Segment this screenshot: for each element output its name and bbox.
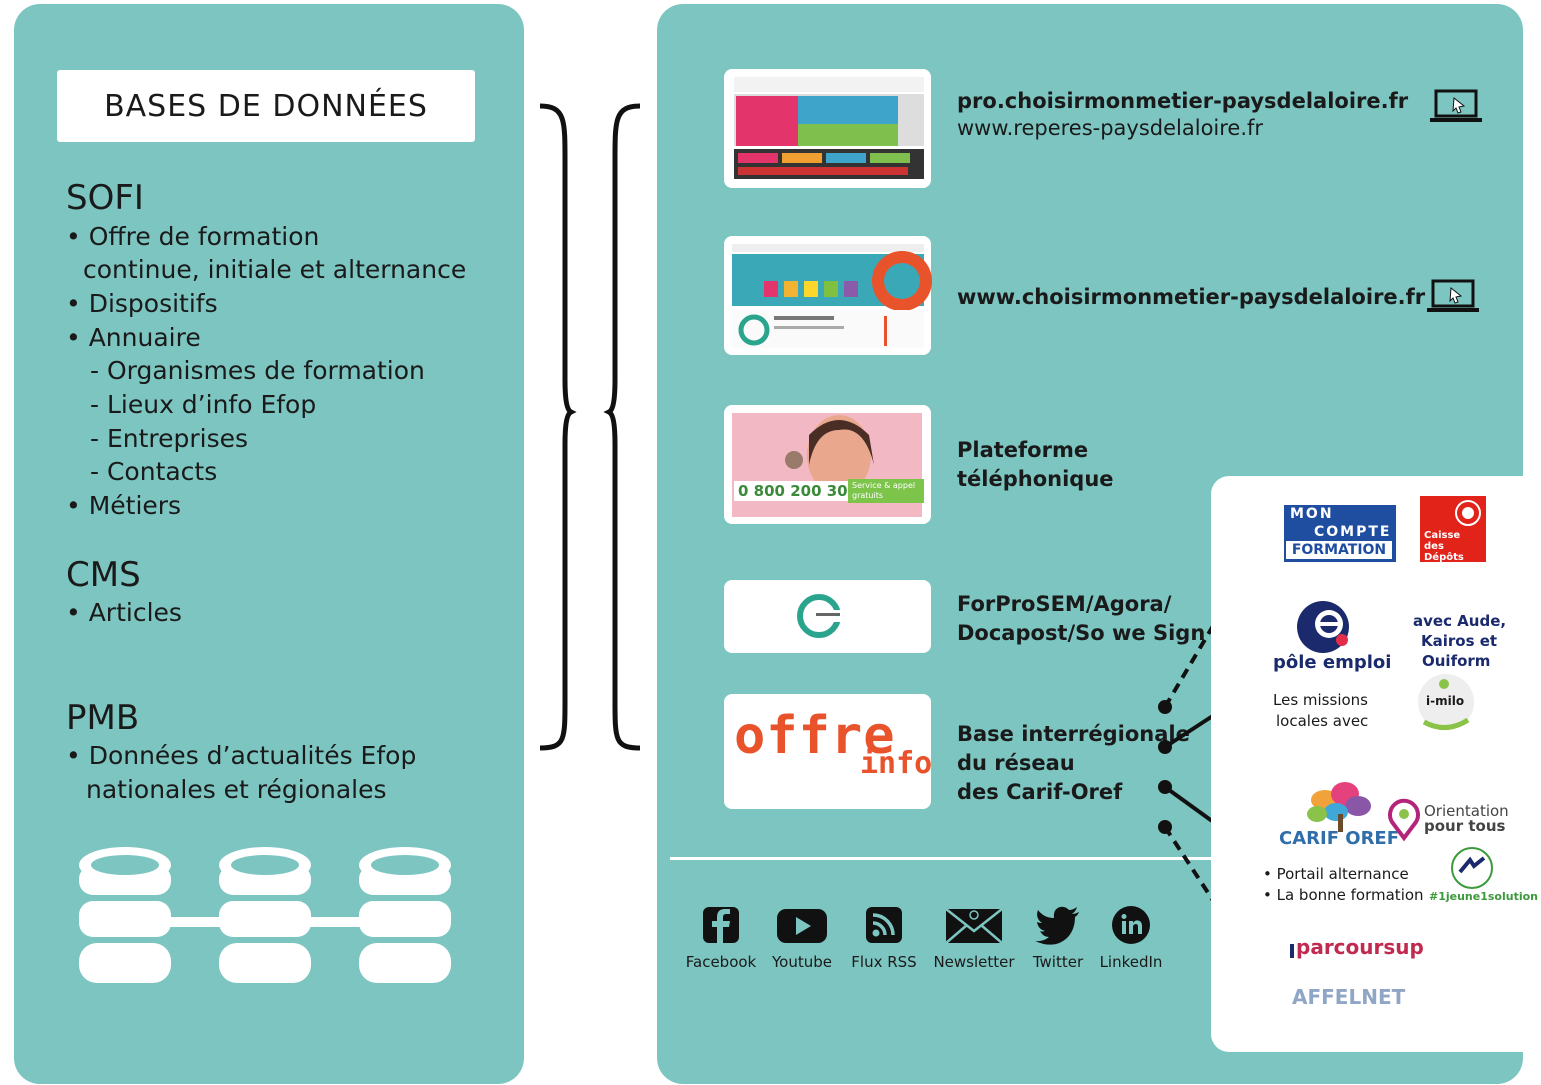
reseau-formation-logo <box>724 580 931 653</box>
rss-icon[interactable] <box>864 905 904 945</box>
phone-number: 0 800 200 303 <box>734 481 863 501</box>
pmb-item: nationales et régionales <box>86 775 387 804</box>
divider <box>670 857 1215 860</box>
sofi-item: continue, initiale et alternance <box>83 255 467 284</box>
twitter-icon[interactable] <box>1035 905 1081 945</box>
bonne-formation-text: • La bonne formation <box>1263 886 1424 904</box>
affelnet-logo: AFFELNET <box>1292 985 1406 1009</box>
twitter-label[interactable]: Twitter <box>1032 953 1084 971</box>
phone-platform-label: téléphonique <box>957 467 1114 491</box>
carif-oref-text: CARIF OREF <box>1279 828 1400 849</box>
phone-platform-label: Plateforme <box>957 438 1089 462</box>
tools-label: Docapost/So we Sign <box>957 621 1206 645</box>
info-logo-text: info <box>860 746 933 781</box>
phone-badge: gratuits <box>852 491 884 500</box>
mcf-text: FORMATION <box>1286 541 1392 559</box>
avec-aude-text: avec Aude, <box>1413 612 1507 630</box>
site-thumbnail-choisirmonmetier[interactable] <box>724 236 932 355</box>
facebook-icon[interactable] <box>701 905 741 945</box>
jeune-solution-text: #1jeune1solution <box>1429 890 1539 903</box>
i-milo-logo <box>1418 674 1474 730</box>
newsletter-label[interactable]: Newsletter <box>933 953 1015 971</box>
offre-logo-text: offre <box>734 706 896 766</box>
pmb-title: PMB <box>66 698 140 738</box>
parcoursup-mark <box>1290 944 1294 958</box>
france-relance-icon <box>1451 847 1493 889</box>
site-thumbnail-pro[interactable] <box>724 69 931 188</box>
missions-locales-text: locales avec <box>1276 712 1369 730</box>
sofi-item: • Dispositifs <box>66 289 218 318</box>
base-label: des Carif-Oref <box>957 780 1123 804</box>
base-label: Base interrégionale <box>957 722 1190 746</box>
sofi-title: SOFI <box>66 178 144 218</box>
mcf-text: COMPTE <box>1314 524 1392 540</box>
carif-oref-tree-icon <box>1307 782 1371 832</box>
offre-info-logo: offre info <box>724 694 933 809</box>
sofi-subitem: - Entreprises <box>90 424 249 453</box>
avec-aude-text: Kairos et <box>1421 632 1498 650</box>
laptop-icon <box>1430 89 1482 122</box>
databases-title: BASES DE DONNÉES <box>57 70 475 142</box>
site-choisirmonmetier-url[interactable]: www.choisirmonmetier-paysdelaloire.fr <box>957 285 1426 309</box>
cms-item: • Articles <box>66 598 182 627</box>
cdc-text: Caisse <box>1424 530 1461 541</box>
linkedin-label[interactable]: LinkedIn <box>1099 953 1163 971</box>
facebook-link[interactable]: Facebook <box>685 905 757 971</box>
youtube-label[interactable]: Youtube <box>772 953 832 971</box>
avec-aude-text: Ouiform <box>1422 652 1491 670</box>
sofi-subitem: - Contacts <box>90 457 218 486</box>
phone-badge: Service & appel <box>852 481 916 490</box>
rss-label[interactable]: Flux RSS <box>851 953 917 971</box>
cdc-text: des Dépôts <box>1424 541 1464 563</box>
phone-platform-thumbnail: 0 800 200 303 Service & appel gratuits <box>724 405 931 524</box>
sofi-item: • Annuaire <box>66 323 201 352</box>
portail-alternance-text: • Portail alternance <box>1263 865 1409 883</box>
linkedin-icon[interactable] <box>1111 905 1151 945</box>
site-pro-url[interactable]: pro.choisirmonmetier-paysdelaloire.fr <box>957 89 1409 113</box>
i-milo-text: i-milo <box>1426 694 1465 708</box>
sofi-subitem: - Organismes de formation <box>90 356 425 385</box>
missions-locales-text: Les missions <box>1273 691 1368 709</box>
pmb-item: • Données d’actualités Efop <box>66 741 417 770</box>
base-label: du réseau <box>957 751 1075 775</box>
youtube-icon[interactable] <box>776 905 828 945</box>
pole-emploi-text: pôle emploi <box>1273 652 1392 673</box>
orientation-pour-tous-icon <box>1388 798 1420 842</box>
site-reperes-url[interactable]: www.reperes-paysdelaloire.fr <box>957 116 1264 140</box>
partners-box <box>1211 476 1541 1052</box>
youtube-link[interactable]: Youtube <box>769 905 835 971</box>
laptop-icon <box>1427 279 1479 312</box>
brace-icon <box>539 103 641 751</box>
sofi-item: • Offre de formation <box>66 222 320 251</box>
newsletter-icon[interactable] <box>945 905 1003 945</box>
arrows-diagram <box>1158 549 1265 977</box>
pole-emploi-icon <box>1297 601 1349 653</box>
mon-compte-formation-logo: MON COMPTE FORMATION <box>1284 505 1396 562</box>
database-icon <box>79 847 451 983</box>
twitter-link[interactable]: Twitter <box>1028 905 1088 971</box>
parcoursup-logo: parcoursup <box>1296 935 1424 959</box>
caisse-des-depots-logo: Caisse des Dépôts <box>1420 496 1486 563</box>
sofi-subitem: - Lieux d’info Efop <box>90 390 317 419</box>
tools-label: ForProSEM/Agora/ <box>957 592 1172 616</box>
rss-link[interactable]: Flux RSS <box>850 905 918 971</box>
newsletter-link[interactable]: Newsletter <box>930 905 1018 971</box>
cms-title: CMS <box>66 555 141 595</box>
facebook-label[interactable]: Facebook <box>685 953 757 971</box>
sofi-item: • Métiers <box>66 491 182 520</box>
linkedin-link[interactable]: LinkedIn <box>1098 905 1164 971</box>
orientation-text: pour tous <box>1424 817 1506 835</box>
orientation-text: Orientation <box>1424 802 1509 820</box>
mcf-text: MON <box>1290 506 1334 522</box>
